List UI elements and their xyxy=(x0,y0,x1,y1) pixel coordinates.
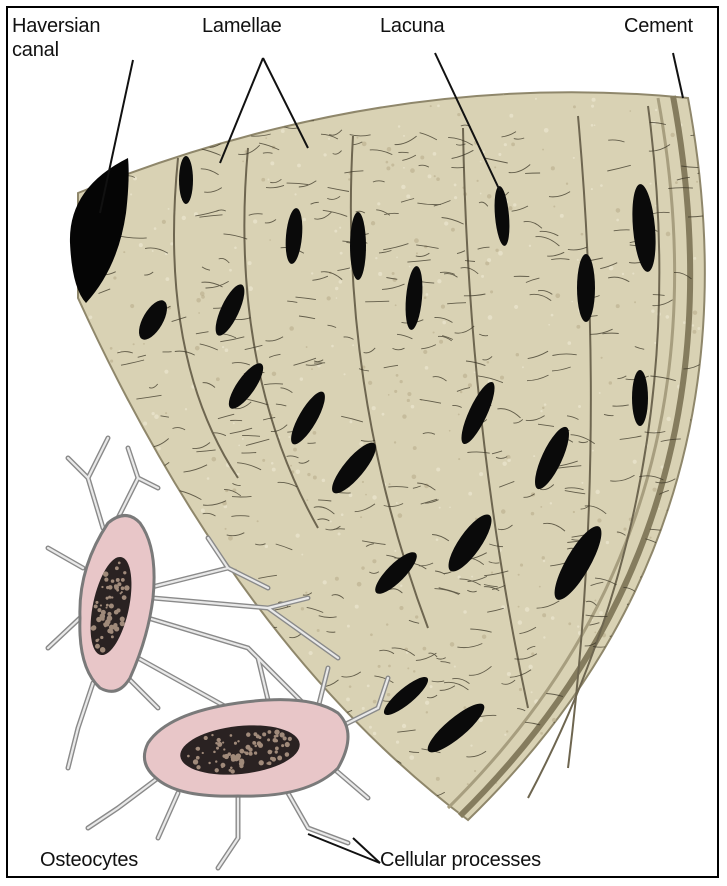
label-lamellae: Lamellae xyxy=(202,14,282,38)
label-osteocytes: Osteocytes xyxy=(40,848,138,872)
figure-frame: Haversian canal Lamellae Lacuna Cement O… xyxy=(6,6,719,878)
label-cellular-processes: Cellular processes xyxy=(380,848,541,872)
label-haversian-canal: Haversian canal xyxy=(12,14,100,62)
bone-wedge xyxy=(76,87,719,828)
bone-diagram xyxy=(8,8,719,878)
label-cement: Cement xyxy=(624,14,693,38)
label-lacuna: Lacuna xyxy=(380,14,444,38)
